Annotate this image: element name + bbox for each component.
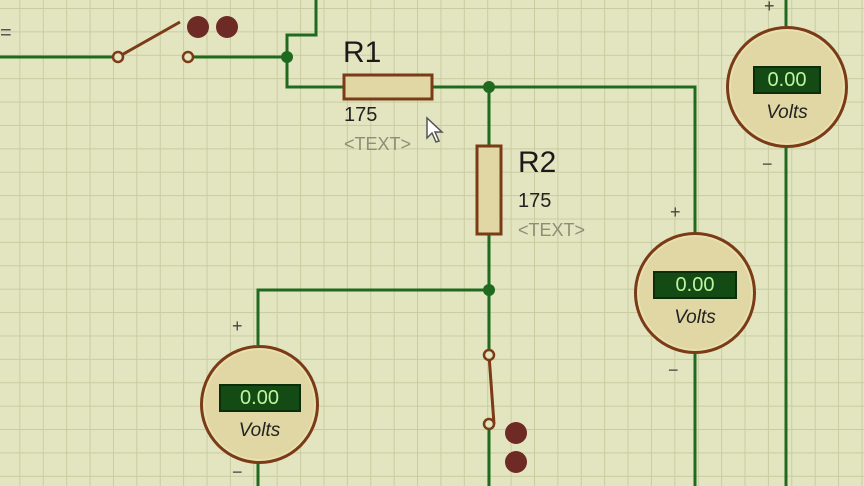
switch1-button <box>216 16 238 38</box>
voltmeter1-reading: 0.00 <box>753 66 821 94</box>
edge-label: = <box>0 22 12 44</box>
voltmeter2-minus-label: − <box>668 360 679 380</box>
r2-text[interactable]: <TEXT> <box>518 220 586 240</box>
voltmeter-2[interactable]: 0.00 Volts <box>634 232 756 354</box>
voltmeter2-reading: 0.00 <box>653 271 737 299</box>
wire-to-r1 <box>285 57 344 89</box>
voltmeter1-unit: Volts <box>766 102 808 123</box>
voltmeter-1[interactable]: 0.00 Volts <box>726 26 848 148</box>
wire-to-vm3 <box>256 288 489 345</box>
switch2-contact <box>482 417 496 431</box>
voltmeter2-plus-label: + <box>670 202 681 222</box>
switch1-button <box>187 16 209 38</box>
voltmeter3-unit: Volts <box>238 420 281 441</box>
switch2-contact <box>482 348 496 362</box>
r2-reference[interactable]: R2 <box>518 146 557 179</box>
switch1-contact <box>111 50 125 64</box>
r1-reference[interactable]: R1 <box>343 36 382 69</box>
wire-r1-to-vm2 <box>432 85 697 233</box>
junction-dot <box>483 81 495 93</box>
junction-dot <box>483 284 495 296</box>
switch2-button <box>505 422 527 444</box>
resistor-r1-body <box>342 73 434 101</box>
r1-text[interactable]: <TEXT> <box>344 134 412 154</box>
voltmeter1-plus-label: + <box>764 0 775 16</box>
mouse-cursor-icon <box>426 116 444 143</box>
voltmeter3-plus-label: + <box>232 316 243 336</box>
r2-value[interactable]: 175 <box>518 190 552 212</box>
voltmeter3-reading: 0.00 <box>218 384 301 412</box>
junction-dot <box>281 51 293 63</box>
switch1-contact <box>181 50 195 64</box>
resistor-r2-body <box>475 144 503 236</box>
voltmeter3-minus-label: − <box>232 462 243 482</box>
r1-value[interactable]: 175 <box>344 104 378 126</box>
voltmeter1-minus-label: − <box>762 154 773 174</box>
wire-top-junction <box>285 12 318 57</box>
switch1-lever <box>117 20 181 59</box>
switch2-button <box>505 451 527 473</box>
voltmeter-3[interactable]: 0.00 Volts <box>200 345 319 464</box>
switch2-lever <box>487 354 496 425</box>
voltmeter2-unit: Volts <box>674 307 716 328</box>
